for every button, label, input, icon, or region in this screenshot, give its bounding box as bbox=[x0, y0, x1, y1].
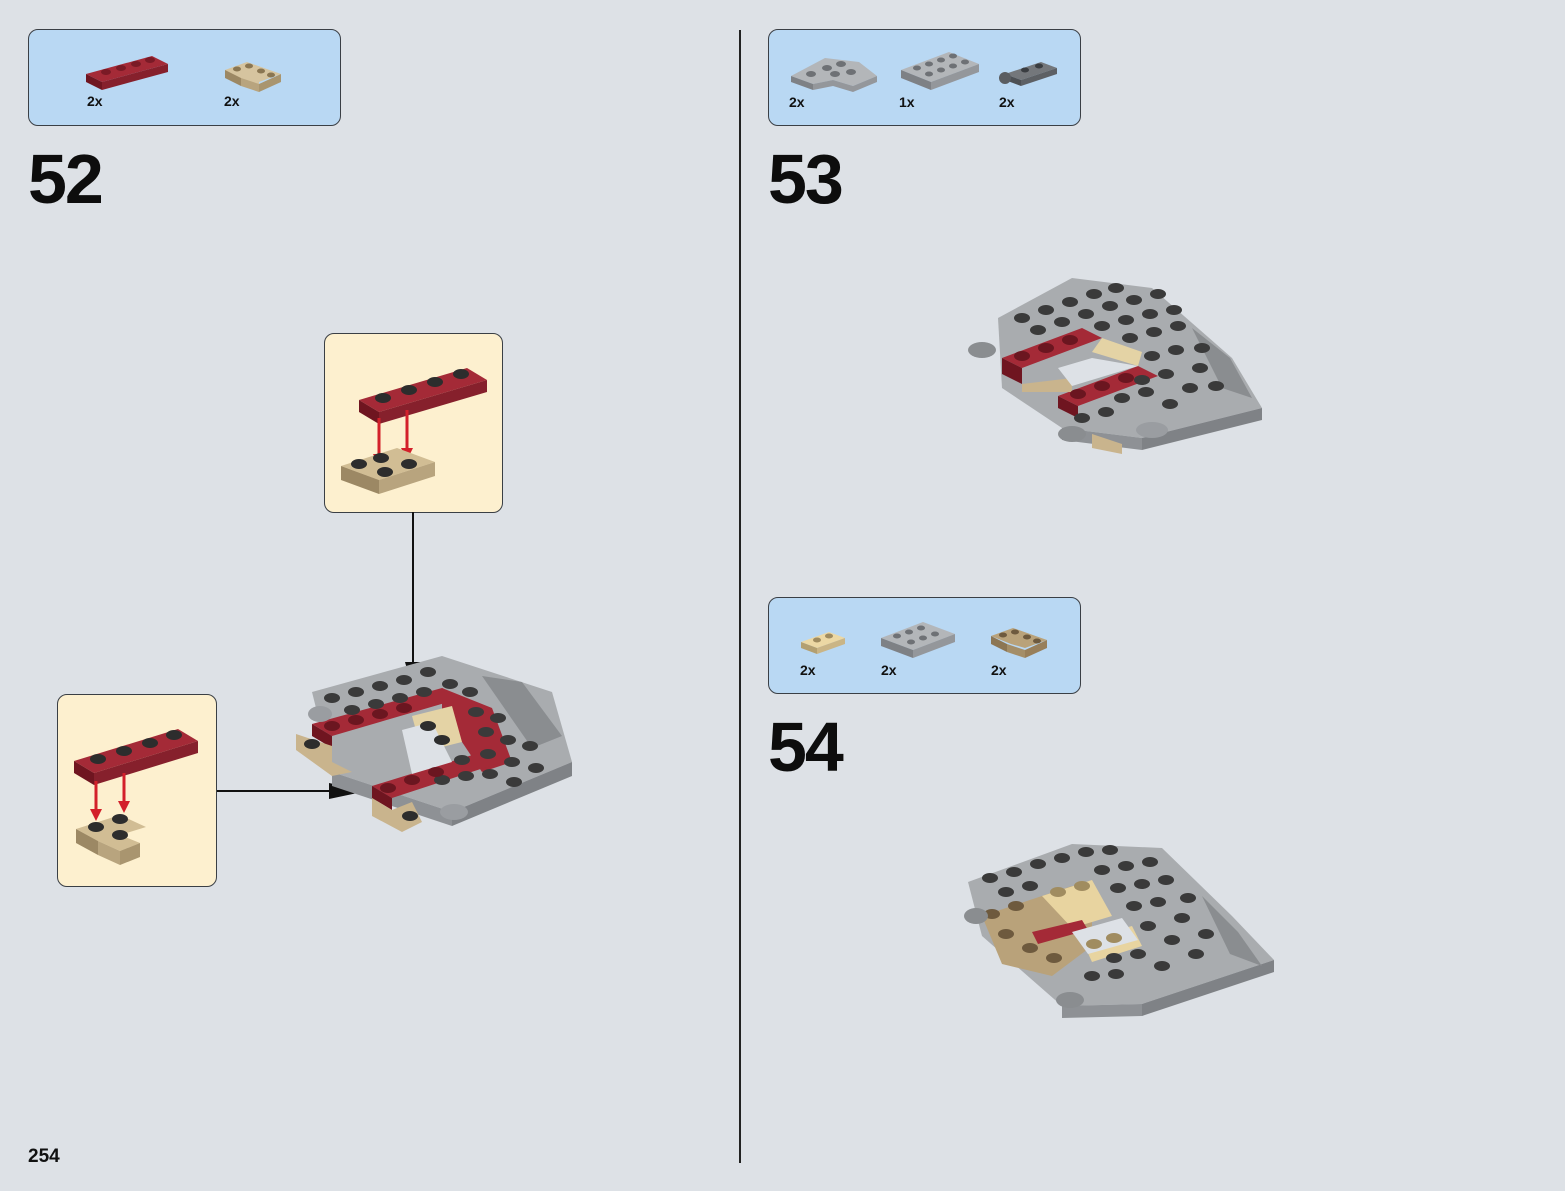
step-52-part-1-qty: 2x bbox=[87, 93, 103, 109]
step-52-part-2-qty: 2x bbox=[224, 93, 240, 109]
step-52-parts-list: 2x 2x bbox=[28, 29, 341, 126]
tan-plate-2x2-corner-icon bbox=[225, 62, 281, 92]
step-53-part-1-qty: 2x bbox=[789, 94, 805, 110]
light-gray-wedge-plate-icon bbox=[791, 58, 877, 92]
light-gray-plate-2x3-icon bbox=[881, 622, 955, 658]
step-52-number: 52 bbox=[28, 140, 104, 218]
step-52-callout-left bbox=[57, 694, 217, 887]
light-gray-plate-2x4-icon bbox=[901, 52, 979, 90]
step-53-parts-list: 2x 1x 2x bbox=[768, 29, 1081, 126]
dark-tan-plate-2x2-corner-icon bbox=[991, 628, 1047, 658]
step-54-part-1-qty: 2x bbox=[800, 662, 816, 678]
sub-assembly-icon bbox=[341, 368, 487, 494]
page-number: 254 bbox=[28, 1146, 60, 1167]
step-53-number: 53 bbox=[768, 140, 844, 218]
page-divider bbox=[739, 30, 741, 1163]
step-54-parts-list: 2x 2x 2x bbox=[768, 597, 1081, 694]
sub-assembly-icon-2 bbox=[74, 729, 198, 865]
step-54-part-2-qty: 2x bbox=[881, 662, 897, 678]
step-54-part-3-qty: 2x bbox=[991, 662, 1007, 678]
dark-gray-plate-clip-icon bbox=[999, 62, 1057, 86]
step-54-model-illustration bbox=[964, 844, 1274, 1018]
step-53-model-illustration bbox=[968, 278, 1262, 454]
step-53-part-3-qty: 2x bbox=[999, 94, 1015, 110]
step-53-part-2-qty: 1x bbox=[899, 94, 915, 110]
step-54-number: 54 bbox=[768, 708, 844, 786]
dark-red-plate-1x4-icon bbox=[86, 56, 168, 90]
step-52-model-illustration bbox=[296, 656, 572, 832]
tan-plate-1x2-icon bbox=[801, 632, 845, 654]
step-52-callout-top bbox=[324, 333, 503, 513]
